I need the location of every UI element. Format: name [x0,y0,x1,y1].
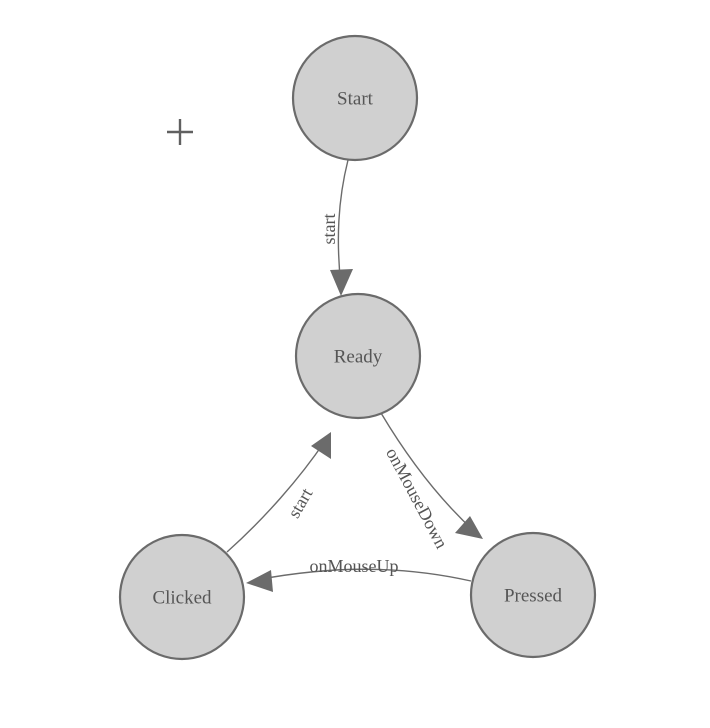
markers-layer [167,119,193,145]
node-circle-start[interactable] [291,34,419,162]
arrowhead-icon-clicked-to-ready [311,432,331,459]
edge-label-start-to-ready: start [319,214,339,245]
edge-start-to-ready[interactable]: start [319,159,353,296]
node-circle-clicked[interactable] [118,533,246,661]
edge-line-start-to-ready [337,159,349,288]
node-start[interactable]: Start [291,34,419,162]
edge-label-pressed-to-clicked: onMouseUp [310,556,399,576]
node-pressed[interactable]: Pressed [469,531,597,659]
node-circle-pressed[interactable] [469,531,597,659]
edge-line-pressed-to-clicked [255,568,472,582]
edge-line-clicked-to-ready [226,440,326,553]
edge-pressed-to-clicked[interactable]: onMouseUp [246,556,472,592]
edge-line-ready-to-pressed [380,412,476,533]
edge-ready-to-pressed[interactable]: onMouseDown [380,412,483,552]
arrowhead-icon-start-to-ready [330,269,353,296]
node-ready[interactable]: Ready [294,292,422,420]
node-clicked[interactable]: Clicked [118,533,246,661]
arrowhead-icon-ready-to-pressed [455,516,483,539]
arrowhead-icon-pressed-to-clicked [246,570,273,592]
node-circle-ready[interactable] [294,292,422,420]
edge-clicked-to-ready[interactable]: start [226,432,331,553]
plus-marker-icon[interactable] [167,119,193,145]
